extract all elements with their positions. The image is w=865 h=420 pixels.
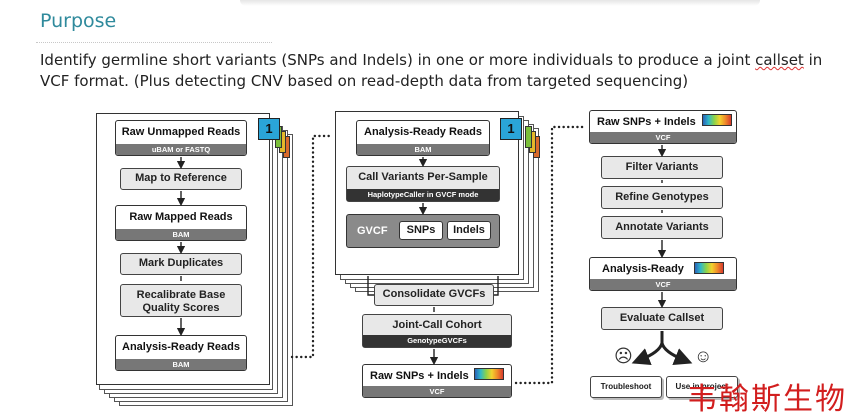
description-spellcheck-word: callset bbox=[755, 51, 804, 69]
quality-gradient-icon bbox=[474, 368, 504, 380]
box-title: Analysis-Ready Reads bbox=[364, 126, 482, 138]
quality-gradient-icon bbox=[702, 114, 732, 126]
step-title: Call Variants Per-Sample bbox=[358, 171, 488, 183]
box-format: BAM bbox=[116, 359, 246, 370]
refine-genotypes-step: Refine Genotypes bbox=[601, 186, 723, 209]
column2-arrows bbox=[367, 157, 499, 366]
purpose-description: Identify germline short variants (SNPs a… bbox=[40, 50, 840, 92]
sample-count-badge: 1 bbox=[258, 118, 280, 140]
consolidate-gvcfs-step: Consolidate GVCFs bbox=[374, 284, 494, 306]
box-title: Raw Mapped Reads bbox=[129, 211, 233, 223]
dotted-links bbox=[290, 125, 586, 385]
link-col1-col2 bbox=[290, 134, 332, 359]
title-divider bbox=[36, 42, 272, 43]
box-format: VCF bbox=[590, 132, 736, 143]
step-title: Joint-Call Cohort bbox=[392, 319, 482, 331]
box-format: VCF bbox=[590, 279, 736, 290]
raw-snps-indels-box: Raw SNPs + Indels VCF bbox=[589, 110, 737, 144]
evaluate-callset-step: Evaluate Callset bbox=[601, 307, 723, 330]
box-format: VCF bbox=[363, 386, 511, 397]
quality-gradient-icon bbox=[694, 262, 724, 274]
troubleshoot-box: Troubleshoot bbox=[590, 376, 662, 398]
watermark: 韦翰斯生物 bbox=[687, 382, 847, 417]
annotate-variants-step: Annotate Variants bbox=[601, 216, 723, 239]
bracket-left bbox=[367, 276, 374, 296]
box-title: Raw SNPs + Indels bbox=[597, 116, 696, 128]
snps-pill: SNPs bbox=[399, 221, 443, 240]
raw-unmapped-reads-box: Raw Unmapped Reads uBAM or FASTQ bbox=[115, 120, 247, 156]
happy-face-icon: ☺ bbox=[694, 346, 713, 366]
gvcf-box: GVCF SNPs Indels bbox=[346, 214, 500, 248]
call-variants-step: Call Variants Per-Sample HaplotypeCaller… bbox=[346, 166, 500, 202]
color-tab bbox=[525, 126, 532, 148]
use-in-project-box: Use in project bbox=[666, 376, 738, 398]
step-tool: HaplotypeCaller in GVCF mode bbox=[347, 189, 499, 201]
bracket-right bbox=[494, 276, 499, 296]
sad-face-icon: ☹ bbox=[614, 346, 633, 366]
column3-arrows bbox=[631, 145, 693, 366]
raw-mapped-reads-box: Raw Mapped Reads BAM bbox=[115, 205, 247, 241]
description-text-1: Identify germline short variants (SNPs a… bbox=[40, 51, 756, 69]
description-text-2: in VCF format. (Plus detecting CNV based… bbox=[40, 51, 823, 90]
sample-count-badge: 1 bbox=[500, 118, 522, 140]
step-line: Quality Scores bbox=[142, 302, 220, 314]
box-format: BAM bbox=[116, 229, 246, 240]
box-title: Raw Unmapped Reads bbox=[121, 126, 241, 138]
indels-pill: Indels bbox=[447, 221, 491, 240]
box-title: Analysis-Ready Reads bbox=[122, 341, 240, 353]
step-line: Recalibrate Base bbox=[136, 289, 226, 301]
link-col2-col3 bbox=[514, 125, 586, 385]
gvcf-label: GVCF bbox=[357, 225, 388, 237]
box-title: Analysis-Ready bbox=[602, 263, 684, 275]
map-to-reference-step: Map to Reference bbox=[120, 168, 242, 190]
fork-right bbox=[660, 342, 693, 366]
box-format: uBAM or FASTQ bbox=[116, 144, 246, 155]
fork-left bbox=[631, 331, 664, 366]
raw-snps-indels-box: Raw SNPs + Indels VCF bbox=[362, 364, 512, 398]
joint-call-step: Joint-Call Cohort GenotypeGVCFs bbox=[362, 314, 512, 348]
page-title: Purpose bbox=[40, 10, 117, 32]
analysis-ready-vcf-box: Analysis-Ready VCF bbox=[589, 257, 737, 291]
recalibrate-step: Recalibrate Base Quality Scores bbox=[120, 284, 242, 317]
box-format: BAM bbox=[357, 144, 489, 155]
top-shadow bbox=[240, 0, 760, 6]
box-title: Raw SNPs + Indels bbox=[370, 370, 469, 382]
step-tool: GenotypeGVCFs bbox=[363, 335, 511, 347]
analysis-ready-reads-box: Analysis-Ready Reads BAM bbox=[356, 120, 490, 156]
